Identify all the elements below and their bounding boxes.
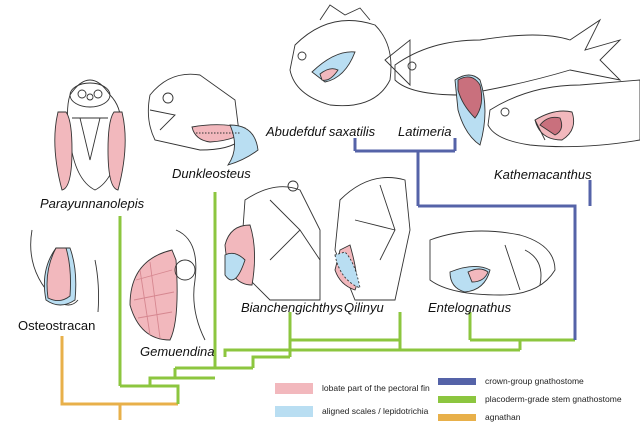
taxon-label-latimeria: Latimeria	[398, 124, 452, 139]
legend-label-placoderm: placoderm-grade stem gnathostome	[485, 394, 622, 404]
parayunnanolepis-drawing	[54, 79, 126, 191]
taxon-label-entelognathus: Entelognathus	[428, 300, 512, 315]
taxon-label-osteostracan: Osteostracan	[18, 318, 96, 333]
kathemacanthus-drawing	[487, 79, 640, 148]
legend-swatch-lobate	[275, 383, 313, 394]
legend-label-aligned: aligned scales / lepidotrichia	[322, 406, 429, 416]
legend-swatch-agnathan	[438, 414, 476, 421]
dunkleosteus-drawing	[147, 73, 259, 166]
taxon-label-abudefduf: Abudefduf saxatilis	[266, 124, 376, 139]
taxon-label-kathemacanthus: Kathemacanthus	[494, 167, 592, 182]
agnathan-branches	[60, 336, 178, 420]
abudefduf-drawing	[289, 4, 411, 107]
osteostracan-drawing	[30, 229, 100, 313]
crown-branches	[353, 138, 592, 340]
taxon-label-dunkleosteus: Dunkleosteus	[172, 166, 251, 181]
taxon-label-qilinyu: Qilinyu	[344, 300, 384, 315]
legend-label-lobate: lobate part of the pectoral fin	[322, 383, 430, 393]
legend-swatch-placoderm	[438, 396, 476, 403]
legend-label-agnathan: agnathan	[485, 412, 521, 422]
taxon-label-parayunnanolepis: Parayunnanolepis	[40, 196, 145, 211]
bianchengichthys-drawing	[224, 180, 321, 301]
illustrations	[30, 4, 640, 341]
legend-swatch-aligned	[275, 406, 313, 417]
legend-swatch-crown	[438, 378, 476, 385]
taxon-label-gemuendina: Gemuendina	[140, 344, 215, 359]
latimeria-drawing	[394, 18, 622, 146]
taxon-label-bianchengichthys: Bianchengichthys	[241, 300, 343, 315]
legend-label-crown: crown-group gnathostome	[485, 376, 584, 386]
entelognathus-drawing	[429, 230, 556, 296]
placoderm-branches	[118, 192, 575, 404]
cladogram	[60, 138, 592, 420]
qilinyu-drawing	[334, 177, 411, 301]
gemuendina-drawing	[129, 229, 206, 341]
